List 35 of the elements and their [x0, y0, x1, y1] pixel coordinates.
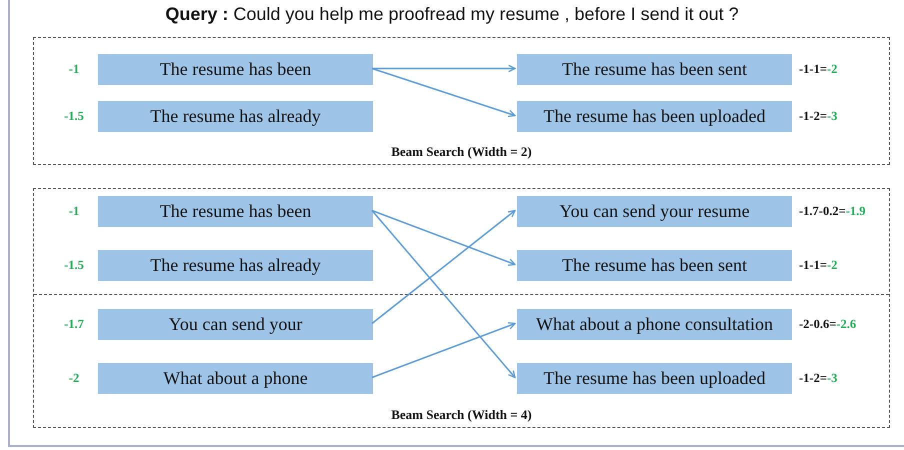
score-label: -1	[68, 61, 80, 78]
arrow	[372, 322, 516, 378]
text-box: The resume has been	[98, 54, 373, 85]
group-caption: Beam Search (Width = 2)	[390, 144, 533, 160]
text-box: The resume has been uploaded	[517, 101, 792, 132]
arrow	[372, 68, 516, 118]
text-box: The resume has been	[98, 196, 373, 227]
title: Query : Could you help me proofread my resume , before I send it out ?	[164, 4, 740, 25]
text-box: The resume has been uploaded	[517, 363, 792, 394]
text-box: The resume has already	[98, 101, 373, 132]
arrow	[372, 64, 516, 72]
text-box: The resume has been sent	[517, 250, 792, 281]
text-box: The resume has been sent	[517, 54, 792, 85]
score-label: -1-1=-2	[799, 257, 838, 274]
text-box: What about a phone	[98, 363, 373, 394]
arrow	[372, 210, 516, 324]
score-label: -1-2=-3	[799, 370, 838, 387]
group-caption: Beam Search (Width = 4)	[390, 407, 533, 423]
arrow	[371, 210, 516, 378]
arrow	[372, 210, 516, 266]
score-label: -1.7	[63, 316, 85, 333]
score-label: -1-2=-3	[799, 108, 838, 125]
score-label: -1-1=-2	[799, 61, 838, 78]
text-box: You can send your	[98, 309, 373, 340]
score-label: -2	[68, 370, 80, 387]
dashed-group-box	[33, 188, 890, 428]
score-label: -2-0.6=-2.6	[799, 316, 856, 333]
score-label: -1.7-0.2=-1.9	[799, 203, 866, 220]
text-box: What about a phone consultation	[517, 309, 792, 340]
score-label: -1.5	[63, 257, 85, 274]
dashed-group-box	[33, 37, 890, 165]
score-label: -1	[68, 203, 80, 220]
text-box: The resume has already	[98, 250, 373, 281]
score-label: -1.5	[63, 108, 85, 125]
text-box: You can send your resume	[517, 196, 792, 227]
